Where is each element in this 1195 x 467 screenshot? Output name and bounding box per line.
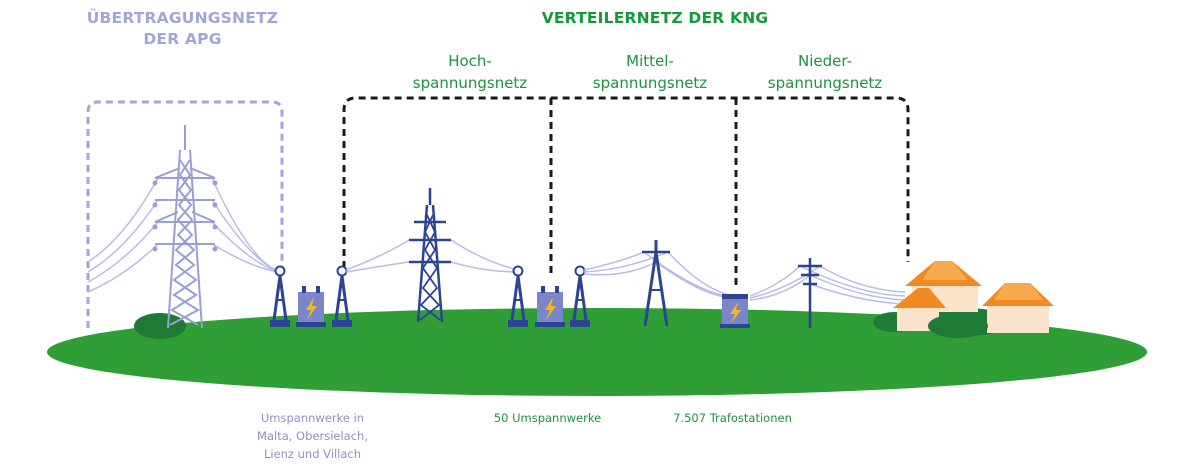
apg-insulators (152, 180, 218, 252)
transformer-station (720, 294, 750, 328)
apg-pylon (154, 125, 216, 329)
medium-voltage-pole (642, 240, 670, 327)
apg-caption-line1: Umspannwerke in (260, 411, 365, 425)
medium-voltage-label-line1: Mittel- (626, 52, 674, 70)
high-voltage-wires (345, 239, 519, 273)
houses (893, 261, 1054, 333)
substation-kng (508, 265, 590, 327)
bolt-icon (306, 297, 317, 320)
transmission-title-line1: ÜBERTRAGUNGSNETZ (86, 9, 279, 27)
medium-voltage-label: Mittel- spannungsnetz (565, 50, 735, 94)
house-left-roof (893, 288, 946, 308)
bush-front-houses (928, 314, 988, 338)
high-voltage-label: Hoch- spannungsnetz (385, 50, 555, 94)
bolt-icon (730, 302, 741, 323)
transmission-bracket (86, 100, 284, 328)
transformer-stations-count-caption: 7.507 Trafostationen (673, 411, 792, 425)
apg-caption-line2: Malta, Obersielach, (257, 429, 368, 443)
bolt-icon (545, 297, 556, 320)
distribution-bracket (342, 96, 910, 268)
high-voltage-pylon (409, 188, 451, 323)
apg-caption-line3: Lienz und Villach (263, 447, 362, 461)
distribution-network-title: VERTEILERNETZ DER KNG (541, 9, 769, 27)
high-voltage-label-line2: spannungsnetz (412, 74, 528, 92)
transmission-title-line2: DER APG (143, 30, 222, 48)
low-voltage-label: Nieder- spannungsnetz (740, 50, 910, 94)
substations-count-caption: 50 Umspannwerke (493, 411, 602, 425)
low-voltage-label-line2: spannungsnetz (767, 74, 883, 92)
low-voltage-pole (798, 258, 822, 328)
medium-voltage-label-line2: spannungsnetz (592, 74, 708, 92)
high-voltage-label-line1: Hoch- (448, 52, 492, 70)
ground (47, 308, 1147, 396)
low-voltage-wires (749, 265, 906, 305)
low-voltage-label-line1: Nieder- (798, 52, 852, 70)
house-right-wall (987, 302, 1049, 333)
substation-apg (270, 265, 352, 327)
transmission-network-title: ÜBERTRAGUNGSNETZ DER APG (55, 8, 310, 50)
apg-substations-caption: Umspannwerke in Malta, Obersielach, Lien… (225, 409, 400, 463)
bush-left (134, 313, 186, 339)
